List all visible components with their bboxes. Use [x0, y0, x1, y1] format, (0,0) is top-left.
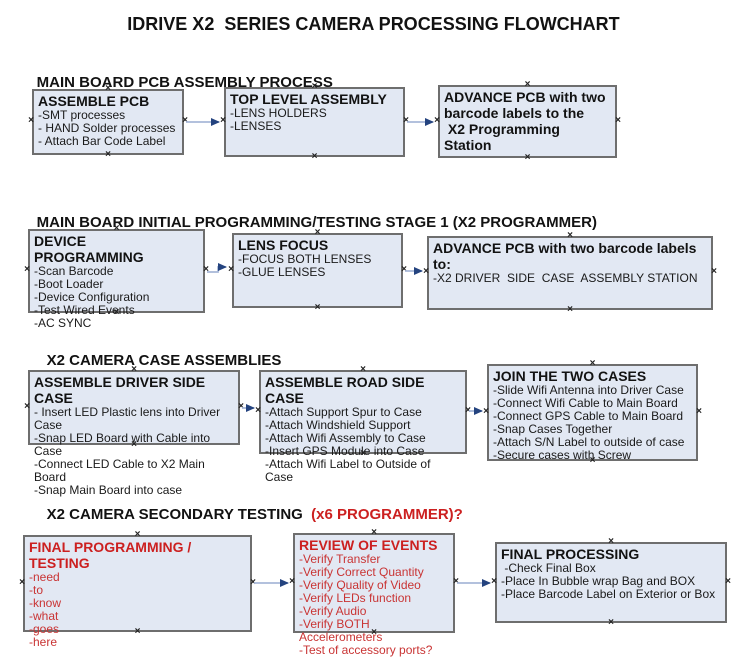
section-header-case-assemblies: X2 CAMERA CASE ASSEMBLIES [30, 335, 282, 386]
flow-box-join-the-two-cases[interactable]: JOIN THE TWO CASES -Slide Wifi Antenna i… [487, 364, 698, 462]
flow-box-advance-pcb-driver-side-station[interactable]: ADVANCE PCB with two barcode labels to: … [427, 236, 713, 310]
flow-box-top-level-assembly[interactable]: TOP LEVEL ASSEMBLY -LENS HOLDERS -LENSES [224, 87, 405, 157]
box-item: -Attach Wifi Label to Outside of Case [265, 457, 434, 484]
section-header-text: X2 CAMERA SECONDARY TESTING [46, 506, 312, 523]
box-title: ADVANCE PCB with two barcode labels to: [433, 240, 701, 272]
box-item: -GLUE LENSES [238, 265, 326, 279]
page-title: IDRIVE X2 SERIES CAMERA PROCESSING FLOWC… [127, 14, 620, 34]
box-item: -Attach Support Spur to Case [265, 405, 422, 419]
flow-box-lens-focus[interactable]: LENS FOCUS -FOCUS BOTH LENSES -GLUE LENS… [232, 233, 403, 308]
box-item: -LENS HOLDERS [230, 106, 327, 120]
flow-box-assemble-driver-side-case[interactable]: ASSEMBLE DRIVER SIDE CASE - Insert LED P… [28, 370, 240, 497]
box-title: TOP LEVEL ASSEMBLY [230, 91, 387, 107]
box-item: -Boot Loader [34, 277, 104, 291]
section-header-red-text: (x6 PROGRAMMER)? [311, 506, 463, 523]
box-item: -Attach Wifi Assembly to Case [265, 431, 426, 445]
flow-box-final-processing[interactable]: FINAL PROCESSING -Check Final Box -Place… [495, 542, 727, 623]
box-item: -Check Final Box [501, 561, 596, 575]
flow-box-advance-pcb-programming-station[interactable]: ADVANCE PCB with two barcode labels to t… [438, 85, 617, 158]
box-item: -FOCUS BOTH LENSES [238, 252, 372, 266]
box-item: -need [29, 570, 60, 584]
box-item: -Verify Correct Quantity [299, 565, 424, 579]
box-item: -Slide Wifi Antenna into Driver Case [493, 383, 684, 397]
connector-arrow[interactable] [207, 263, 227, 273]
box-item: -Secure cases with Screw [493, 448, 632, 462]
box-item: -Verify LEDs function [299, 591, 412, 605]
box-item: -AC SYNC [34, 316, 92, 330]
box-item: -Connect Wifi Cable to Main Board [493, 396, 678, 410]
box-item: -here [29, 635, 58, 649]
box-item: -X2 DRIVER SIDE CASE ASSEMBLY STATION [433, 271, 698, 285]
box-item: - Insert LED Plastic lens into Driver Ca… [34, 405, 224, 432]
box-title: REVIEW OF EVENTS [299, 537, 438, 553]
box-item: - HAND Solder processes [38, 121, 176, 135]
box-title: ASSEMBLE ROAD SIDE CASE [265, 374, 429, 406]
section-header-secondary-testing: X2 CAMERA SECONDARY TESTING (x6 PROGRAMM… [30, 489, 463, 540]
flow-box-final-programming-testing[interactable]: FINAL PROGRAMMING / TESTING -need -to -k… [23, 535, 252, 649]
box-item: -Verify Quality of Video [299, 578, 421, 592]
box-title: FINAL PROCESSING [501, 546, 640, 562]
box-item: -Scan Barcode [34, 264, 114, 278]
flow-box-review-of-events[interactable]: REVIEW OF EVENTS -Verify Transfer -Verif… [293, 533, 455, 657]
box-title: JOIN THE TWO CASES [493, 368, 647, 384]
box-item: -Connect LED Cable to X2 Main Board [34, 457, 209, 484]
flow-box-device-programming[interactable]: DEVICE PROGRAMMING -Scan Barcode -Boot L… [28, 229, 205, 330]
box-item: -what [29, 609, 59, 623]
box-item: -Place In Bubble wrap Bag and BOX [501, 574, 696, 588]
box-item: -Attach S/N Label to outside of case [493, 435, 685, 449]
box-item: -goes [29, 622, 60, 636]
section-header-initial-programming: MAIN BOARD INITIAL PROGRAMMING/TESTING S… [20, 197, 597, 248]
box-item: -Attach Windshield Support [265, 418, 411, 432]
box-item: -Snap Main Board into case [34, 483, 183, 497]
box-item: -Verify Audio [299, 604, 367, 618]
box-item: -LENSES [230, 119, 282, 133]
box-item: - Attach Bar Code Label [38, 134, 166, 148]
box-item: -Snap Cases Together [493, 422, 613, 436]
box-title: FINAL PROGRAMMING / TESTING [29, 539, 196, 571]
section-header-text: MAIN BOARD INITIAL PROGRAMMING/TESTING S… [36, 214, 597, 231]
section-header-text: X2 CAMERA CASE ASSEMBLIES [46, 352, 282, 369]
box-item: -Verify Transfer [299, 552, 381, 566]
box-item: -Verify BOTH Accelerometers [299, 617, 383, 644]
box-title: ADVANCE PCB with two barcode labels to t… [444, 89, 606, 153]
box-item: -SMT processes [38, 108, 126, 122]
box-item: -Test of accessory ports? [299, 643, 433, 657]
box-item: -to [29, 583, 44, 597]
box-title: ASSEMBLE PCB [38, 93, 150, 109]
box-item: -Device Configuration [34, 290, 150, 304]
flow-box-assemble-pcb[interactable]: ASSEMBLE PCB -SMT processes - HAND Solde… [32, 89, 184, 155]
box-title: DEVICE PROGRAMMING [34, 233, 144, 265]
flow-box-assemble-road-side-case[interactable]: ASSEMBLE ROAD SIDE CASE -Attach Support … [259, 370, 467, 484]
box-item: -Insert GPS Module into Case [265, 444, 425, 458]
box-item: -Place Barcode Label on Exterior or Box [501, 587, 716, 601]
box-title: ASSEMBLE DRIVER SIDE CASE [34, 374, 210, 406]
box-item: -Connect GPS Cable to Main Board [493, 409, 684, 423]
box-title: LENS FOCUS [238, 237, 329, 253]
box-item: -know [29, 596, 62, 610]
